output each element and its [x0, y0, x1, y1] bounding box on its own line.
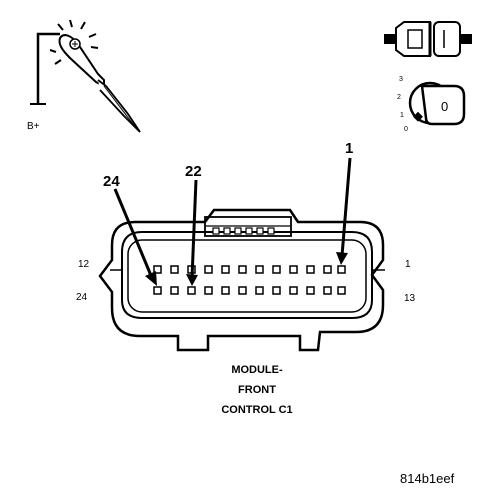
pin-label-1: 1 — [405, 259, 411, 270]
figure-id: 814b1eef — [400, 471, 455, 486]
pin-20 — [221, 286, 230, 295]
callout-22: 22 — [185, 163, 202, 180]
pin-7 — [238, 265, 247, 274]
pin-6 — [255, 265, 264, 274]
ignition-position-1: 1 — [400, 112, 404, 119]
pin-8 — [221, 265, 230, 274]
ignition-key-label: 0 — [441, 99, 448, 114]
pin-15 — [306, 286, 315, 295]
pin-24 — [153, 286, 162, 295]
callout-arrowhead-24 — [145, 271, 157, 286]
ignition-position-3: 3 — [399, 76, 403, 83]
pin-17 — [272, 286, 281, 295]
pin-18 — [255, 286, 264, 295]
pin-22 — [187, 286, 196, 295]
pin-label-12: 12 — [78, 259, 90, 270]
callout-arrow-22 — [190, 179, 198, 279]
callout-arrow-24 — [113, 188, 154, 279]
pin-4 — [289, 265, 298, 274]
probe-label: B+ — [27, 121, 40, 132]
pin-label-13: 13 — [404, 293, 416, 304]
pin-label-24: 24 — [76, 292, 88, 303]
callout-arrowhead-1 — [336, 252, 348, 265]
pin-12 — [153, 265, 162, 274]
pin-21 — [204, 286, 213, 295]
pin-5 — [272, 265, 281, 274]
caption-line-2: FRONT — [238, 384, 276, 396]
pin-2 — [323, 265, 332, 274]
ignition-position-2: 2 — [397, 94, 401, 101]
callout-arrow-1 — [340, 157, 352, 257]
pin-14 — [323, 286, 332, 295]
pin-3 — [306, 265, 315, 274]
test-light-probe-icon — [30, 19, 141, 133]
pin-23 — [170, 286, 179, 295]
pin-11 — [170, 265, 179, 274]
connector-plug-icon — [384, 21, 472, 57]
pin-19 — [238, 286, 247, 295]
callout-1: 1 — [345, 140, 353, 157]
ignition-switch-icon — [408, 81, 466, 126]
caption-line-3: CONTROL C1 — [221, 404, 292, 416]
pin-16 — [289, 286, 298, 295]
callout-24: 24 — [103, 173, 120, 190]
pin-9 — [204, 265, 213, 274]
caption-line-1: MODULE- — [231, 364, 283, 376]
callout-arrowhead-22 — [186, 274, 198, 286]
pin-cavities — [153, 265, 346, 295]
pin-13 — [337, 286, 346, 295]
ignition-position-0: 0 — [404, 126, 408, 133]
pin-1 — [337, 265, 346, 274]
connector-housing — [98, 208, 385, 352]
callout-arrows — [113, 157, 352, 286]
